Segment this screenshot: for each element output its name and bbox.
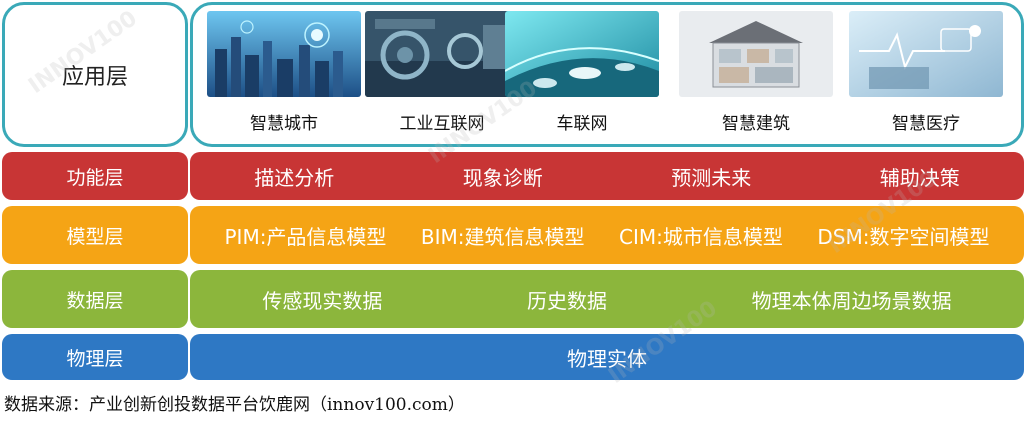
industrial-internet-caption: 工业互联网 (399, 114, 485, 134)
data-layer-panel: 传感现实数据 历史数据 物理本体周边场景数据 (190, 270, 1024, 328)
industrial-internet-image (365, 11, 519, 97)
application-layer-label: 应用层 (2, 2, 188, 147)
data-item: 传感现实数据 (262, 288, 383, 313)
data-source-note: 数据来源：产业创新创投数据平台饮鹿网（innov100.com） (4, 395, 465, 415)
smart-building-caption: 智慧建筑 (722, 114, 790, 134)
smart-city-image (207, 11, 361, 97)
data-layer-label-text: 数据层 (66, 289, 124, 312)
smart-healthcare-caption: 智慧医疗 (892, 114, 960, 134)
function-layer-label: 功能层 (2, 152, 188, 200)
model-item: PIM:产品信息模型 (224, 224, 387, 249)
internet-of-vehicles-image (505, 11, 659, 97)
physical-item: 物理实体 (567, 346, 647, 371)
data-item: 物理本体周边场景数据 (751, 288, 952, 313)
function-layer-panel: 描述分析 现象诊断 预测未来 辅助决策 (190, 152, 1024, 200)
data-item: 历史数据 (526, 288, 607, 313)
physical-layer-label-text: 物理层 (66, 347, 124, 370)
smart-city-caption: 智慧城市 (250, 114, 318, 134)
model-item: BIM:建筑信息模型 (420, 224, 585, 249)
smart-healthcare-image (849, 11, 1003, 97)
function-item: 辅助决策 (879, 165, 960, 190)
function-item: 预测未来 (671, 165, 752, 190)
data-layer-label: 数据层 (2, 270, 188, 328)
physical-layer-label: 物理层 (2, 334, 188, 380)
model-item: CIM:城市信息模型 (619, 224, 783, 249)
function-item: 描述分析 (254, 165, 335, 190)
model-item: DSM:数字空间模型 (817, 224, 990, 249)
application-layer-label-text: 应用层 (61, 64, 128, 90)
model-layer-label-text: 模型层 (66, 225, 124, 248)
application-layer-panel: 智慧城市 工业互联网 车联网 (190, 2, 1024, 147)
internet-of-vehicles-caption: 车联网 (556, 114, 608, 134)
function-layer-label-text: 功能层 (66, 166, 124, 189)
model-layer-label: 模型层 (2, 206, 188, 264)
physical-layer-panel: 物理实体 (190, 334, 1024, 380)
function-item: 现象诊断 (462, 165, 543, 190)
smart-building-image (679, 11, 833, 97)
model-layer-panel: PIM:产品信息模型 BIM:建筑信息模型 CIM:城市信息模型 DSM:数字空… (190, 206, 1024, 264)
